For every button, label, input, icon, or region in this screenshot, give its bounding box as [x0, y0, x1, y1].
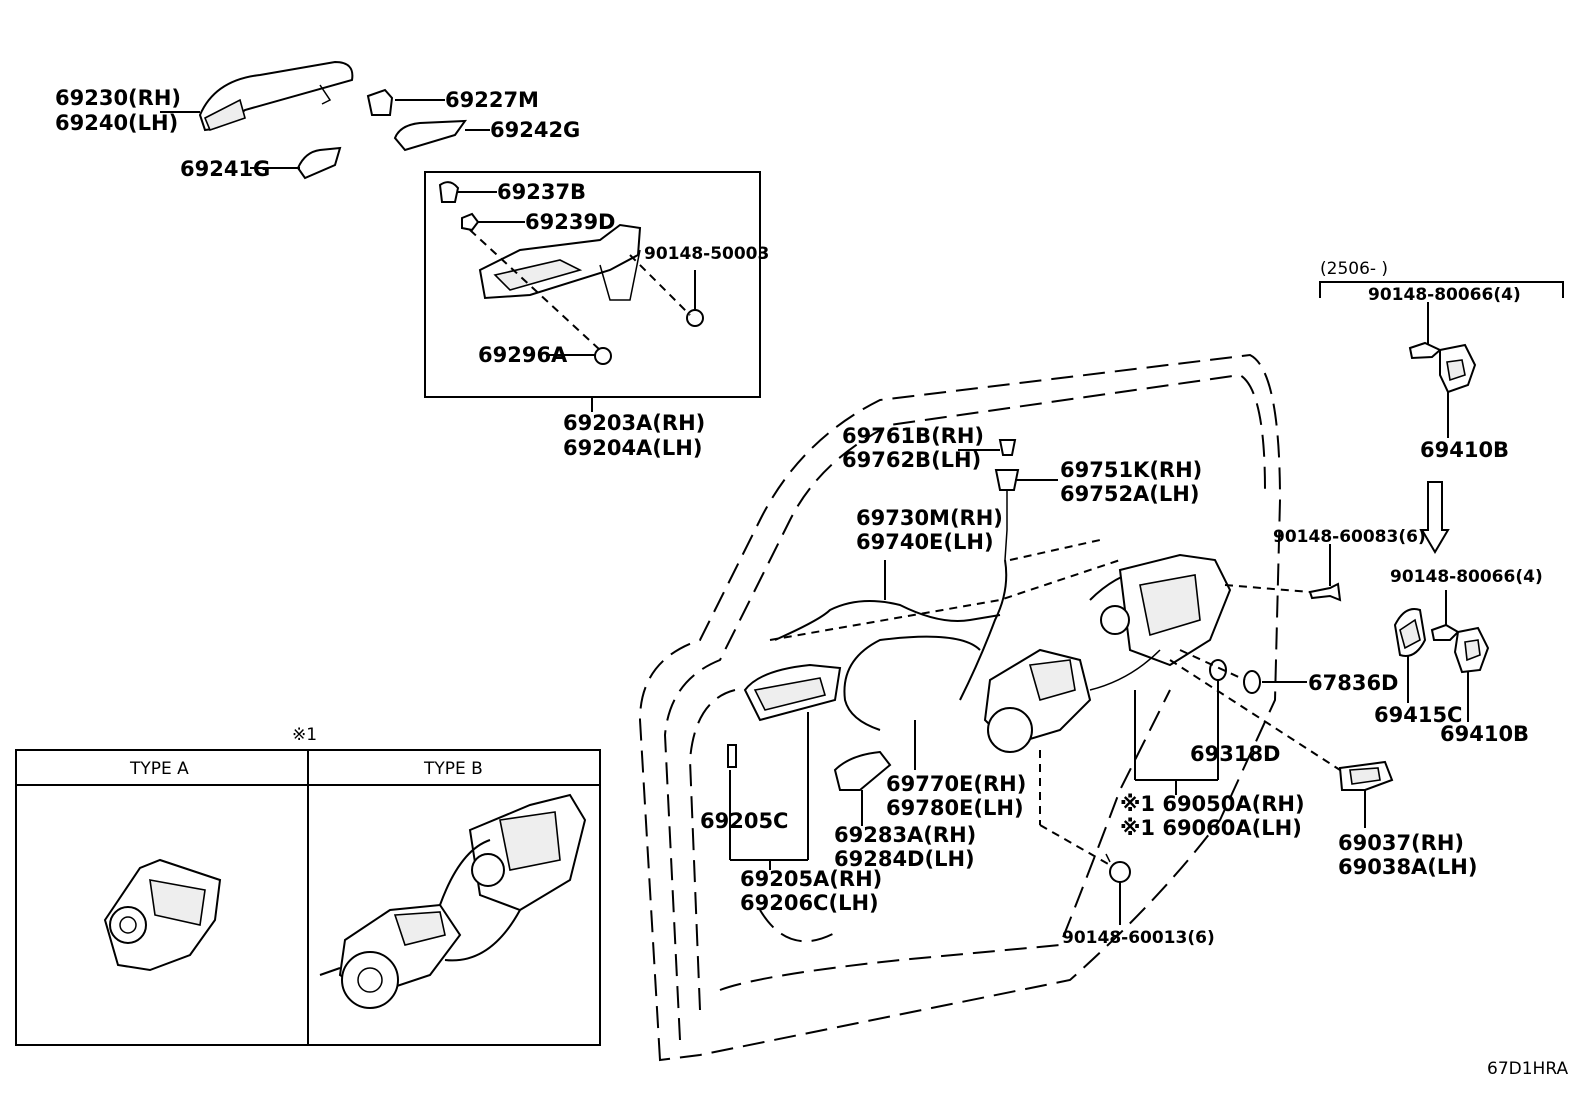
date-range-label: (2506- )	[1320, 259, 1388, 279]
shim-69415c-part	[1393, 608, 1427, 657]
label-69740e: 69740E(LH)	[856, 530, 994, 554]
label-90148-80066-b: 90148-80066(4)	[1390, 567, 1543, 587]
door-lock-assembly-part	[983, 553, 1232, 753]
type-table: ※1 TYPE A TYPE B	[15, 725, 601, 1046]
cap-69237b-part	[438, 181, 460, 203]
label-69241g: 69241G	[180, 157, 270, 181]
label-69239d: 69239D	[525, 210, 616, 234]
handle-pad-69242g-part	[393, 119, 468, 152]
label-69780e: 69780E(LH)	[886, 796, 1024, 820]
clip-69205c-part	[727, 744, 737, 768]
label-69730m: 69730M(RH)	[856, 506, 1003, 530]
label-69761b: 69761B(RH)	[842, 424, 984, 448]
type-a-header: TYPE A	[129, 759, 189, 779]
screw-69296a-part	[594, 347, 612, 365]
label-69284d: 69284D(LH)	[834, 847, 975, 871]
label-69770e: 69770E(RH)	[886, 772, 1026, 796]
label-69204a: 69204A(LH)	[563, 436, 702, 460]
update-arrow	[1420, 481, 1450, 554]
label-69752a: 69752A(LH)	[1060, 482, 1199, 506]
frame-assembly-group	[438, 181, 704, 365]
label-90148-80066-a: 90148-80066(4)	[1368, 285, 1521, 305]
striker-plate-69410b-b-part	[1430, 623, 1490, 674]
screw-90148-60083-part	[1308, 582, 1342, 602]
lock-rod-69751k-part	[994, 469, 1020, 561]
label-69203a: 69203A(RH)	[563, 411, 705, 435]
frame-assembly-box	[424, 171, 761, 398]
striker-plate-69410b-a-part	[1408, 341, 1477, 394]
door-outline	[638, 353, 1282, 1062]
label-90148-60083: 90148-60083(6)	[1273, 527, 1426, 547]
outside-handle-group	[198, 60, 468, 180]
type-a-lock-part	[103, 858, 222, 972]
type-b-lock-part	[319, 793, 587, 1009]
label-67836d: 67836D	[1308, 671, 1399, 695]
label-69205c: 69205C	[700, 809, 788, 833]
label-69206c: 69206C(LH)	[740, 891, 879, 915]
cable-69770e-part	[843, 635, 981, 731]
label-69038a: 69038A(LH)	[1338, 855, 1477, 879]
label-69410b-a: 69410B	[1420, 438, 1509, 462]
handle-cover-69227m-part	[366, 88, 394, 116]
seal-67836d-part	[1243, 670, 1261, 694]
type-table-note: ※1	[292, 725, 317, 745]
label-69227m: 69227M	[445, 88, 539, 112]
label-69050a: ※1 69050A(RH)	[1120, 792, 1305, 816]
label-69230: 69230(RH)	[55, 86, 181, 110]
label-69415c: 69415C	[1374, 703, 1462, 727]
label-69296a: 69296A	[478, 343, 568, 367]
label-90148-50003: 90148-50003	[644, 244, 769, 264]
label-69240: 69240(LH)	[55, 111, 178, 135]
label-90148-60013: 90148-60013(6)	[1062, 928, 1215, 948]
lock-knob-69761b-part	[998, 439, 1017, 456]
bezel-69283a-part	[833, 750, 892, 791]
label-69410b-b: 69410B	[1440, 722, 1529, 746]
type-b-header: TYPE B	[423, 759, 483, 779]
nut-69239d-part	[461, 212, 480, 232]
label-69037: 69037(RH)	[1338, 831, 1464, 855]
diagram-code: 67D1HRA	[1487, 1059, 1568, 1079]
label-69205a: 69205A(RH)	[740, 867, 882, 891]
label-69060a: ※1 69060A(LH)	[1120, 816, 1302, 840]
label-69237b: 69237B	[497, 180, 586, 204]
label-69762b: 69762B(LH)	[842, 448, 981, 472]
inside-handle-part	[743, 663, 842, 722]
cable-69730m-part	[774, 600, 1001, 641]
handle-pad-69241g-part	[296, 146, 342, 180]
striker-69037-part	[1338, 760, 1394, 791]
label-69242g: 69242G	[490, 118, 580, 142]
screw-90148-50003-part	[686, 309, 704, 327]
label-69318d: 69318D	[1190, 742, 1281, 766]
screw-90148-60013-part	[1105, 853, 1131, 883]
label-69283a: 69283A(RH)	[834, 823, 976, 847]
label-69751k: 69751K(RH)	[1060, 458, 1202, 482]
